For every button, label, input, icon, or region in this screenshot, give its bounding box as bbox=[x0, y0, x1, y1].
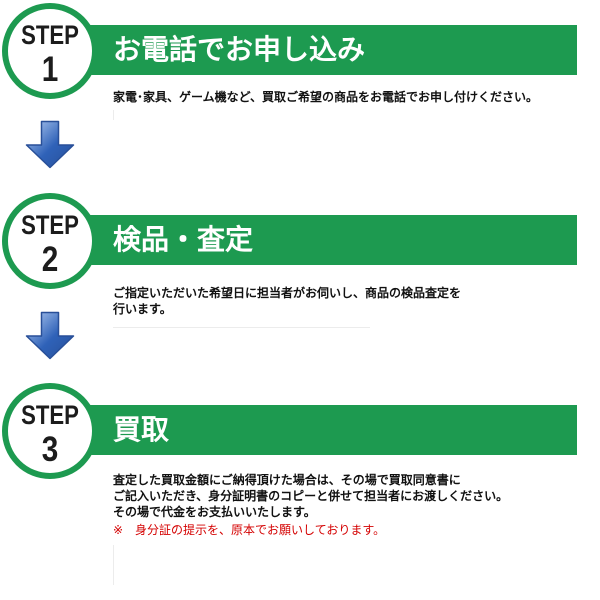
step-description: ご指定いただいた希望日に担当者がお伺いし、商品の検品査定を 行います。 bbox=[113, 285, 461, 317]
down-arrow-icon bbox=[25, 311, 75, 360]
step-title: 検品・査定 bbox=[113, 223, 254, 256]
step-badge-label: STEP bbox=[21, 400, 79, 430]
step-title-banner: お電話でお申し込み bbox=[60, 25, 577, 75]
step-description-line: その場で代金をお支払いいたします。 bbox=[113, 505, 316, 519]
step-description-line: ご記入いただき、身分証明書のコピーと併せて担当者にお渡しください。 bbox=[113, 489, 509, 503]
step-badge: STEP 2 bbox=[2, 193, 98, 289]
step-title: 買取 bbox=[113, 413, 170, 446]
step-description: 査定した買取金額にご納得頂けた場合は、その場で買取同意書に ご記入いただき、身分… bbox=[113, 472, 508, 538]
step-title-banner: 検品・査定 bbox=[60, 215, 577, 265]
step-badge-label: STEP bbox=[21, 210, 79, 240]
step-badge: STEP 3 bbox=[2, 383, 98, 479]
step-1: STEP 1 お電話でお申し込み 家電･家具、ゲーム機など、買取ご希望の商品をお… bbox=[0, 0, 600, 190]
faint-divider bbox=[113, 545, 114, 585]
step-title-banner: 買取 bbox=[60, 405, 577, 455]
step-2: STEP 2 検品・査定 ご指定いただいた希望日に担当者がお伺いし、商品の検品査… bbox=[0, 190, 600, 380]
faint-divider bbox=[113, 327, 370, 328]
step-description: 家電･家具、ゲーム機など、買取ご希望の商品をお電話でお申し付けください。 bbox=[113, 89, 538, 105]
step-badge-label: STEP bbox=[21, 20, 79, 50]
down-arrow-shape bbox=[25, 120, 75, 169]
step-badge-number: 1 bbox=[41, 50, 59, 89]
down-arrow-icon bbox=[25, 120, 75, 169]
step-description-line: 査定した買取金額にご納得頂けた場合は、その場で買取同意書に bbox=[113, 473, 461, 487]
step-badge-number: 3 bbox=[41, 430, 59, 469]
step-badge: STEP 1 bbox=[2, 3, 98, 99]
step-badge-number: 2 bbox=[41, 240, 59, 279]
step-description-line: ご指定いただいた希望日に担当者がお伺いし、商品の検品査定を bbox=[113, 286, 462, 300]
down-arrow-shape bbox=[25, 311, 75, 360]
step-note: ※ 身分証の提示を、原本でお願いしております。 bbox=[113, 523, 386, 537]
step-description-line: 家電･家具、ゲーム機など、買取ご希望の商品をお電話でお申し付けください。 bbox=[113, 90, 539, 104]
faint-divider bbox=[113, 110, 114, 120]
step-description-line: 行います。 bbox=[113, 302, 172, 316]
step-3: STEP 3 買取 査定した買取金額にご納得頂けた場合は、その場で買取同意書に … bbox=[0, 380, 600, 600]
step-title: お電話でお申し込み bbox=[113, 33, 366, 66]
